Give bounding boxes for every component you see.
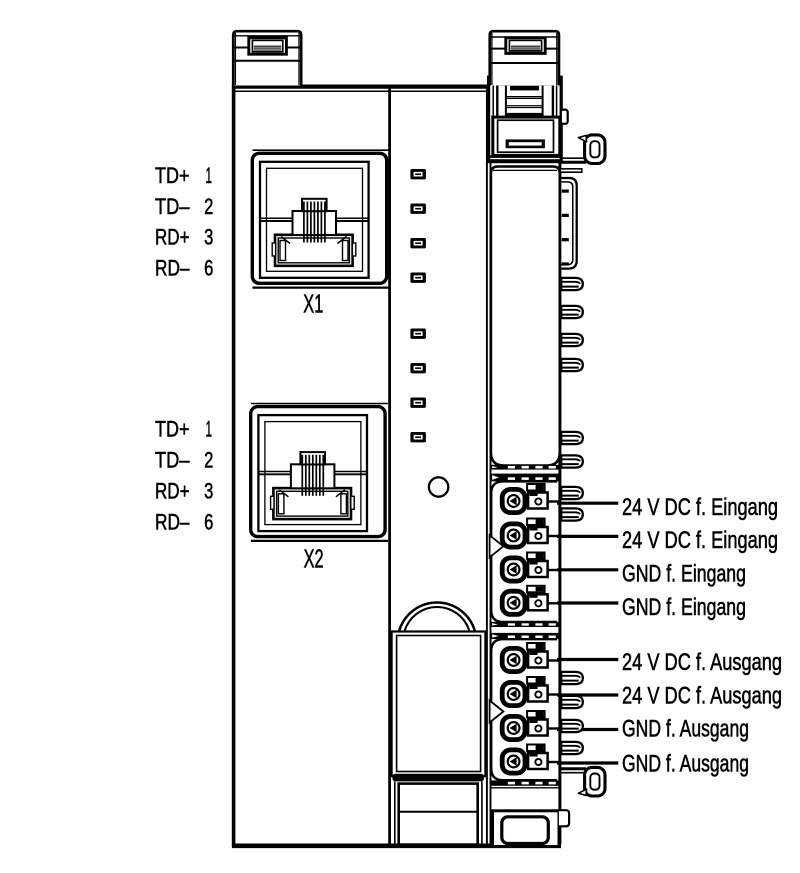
svg-text:6: 6 (204, 256, 213, 281)
svg-text:RD+: RD+ (155, 479, 190, 504)
svg-text:3: 3 (204, 479, 213, 504)
svg-text:X1: X1 (303, 291, 323, 319)
svg-text:24 V DC f. Ausgang: 24 V DC f. Ausgang (622, 649, 782, 676)
svg-text:6: 6 (204, 510, 213, 535)
svg-text:TD–: TD– (155, 194, 190, 219)
svg-text:GND f. Eingang: GND f. Eingang (622, 594, 746, 621)
svg-text:3: 3 (204, 225, 213, 250)
svg-text:24 V DC f. Ausgang: 24 V DC f. Ausgang (622, 682, 782, 709)
svg-text:RD–: RD– (155, 256, 190, 281)
svg-text:TD+: TD+ (155, 163, 190, 188)
svg-text:2: 2 (204, 448, 213, 473)
svg-text:GND f. Eingang: GND f. Eingang (622, 561, 746, 588)
svg-text:GND f. Ausgang: GND f. Ausgang (622, 716, 749, 743)
svg-text:RD–: RD– (155, 510, 190, 535)
svg-text:GND f. Ausgang: GND f. Ausgang (622, 750, 749, 777)
svg-text:TD+: TD+ (155, 417, 190, 442)
svg-text:1: 1 (205, 163, 212, 188)
svg-text:RD+: RD+ (155, 225, 190, 250)
svg-text:1: 1 (205, 417, 212, 442)
svg-text:X2: X2 (304, 545, 324, 573)
svg-text:24 V DC f. Eingang: 24 V DC f. Eingang (622, 527, 778, 554)
svg-text:TD–: TD– (155, 448, 190, 473)
svg-text:24 V DC f. Eingang: 24 V DC f. Eingang (622, 494, 778, 521)
svg-text:2: 2 (204, 194, 213, 219)
